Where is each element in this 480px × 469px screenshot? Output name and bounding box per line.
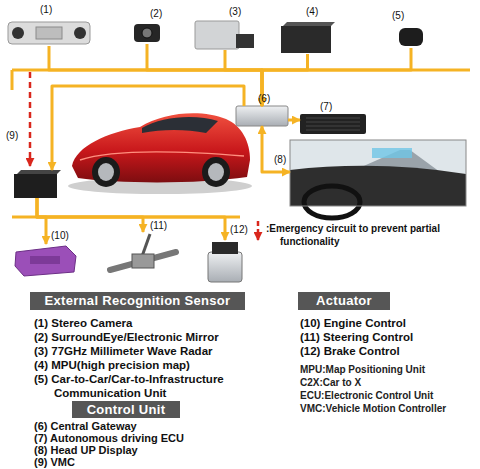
car-wheel bbox=[92, 157, 120, 187]
component-node: (7) bbox=[300, 114, 366, 134]
camera-lens bbox=[142, 28, 152, 38]
bus-connector bbox=[49, 46, 262, 106]
brake-unit bbox=[208, 252, 242, 282]
wheel-rim bbox=[98, 163, 114, 181]
callout-number: (10) bbox=[51, 230, 69, 242]
legend-sample bbox=[257, 221, 260, 240]
list-item: (3) 77GHz Millimeter Wave Radar bbox=[34, 344, 294, 358]
abbreviation-note: C2X:Car to X bbox=[300, 376, 361, 389]
section-header: Actuator bbox=[298, 292, 390, 310]
header-text: External Recognition Sensor bbox=[45, 293, 231, 308]
abbreviation-note: ECU:Electronic Control Unit bbox=[300, 389, 433, 402]
communication-unit bbox=[399, 28, 423, 46]
component-node: (5) bbox=[398, 26, 424, 48]
bus-connector bbox=[37, 198, 143, 232]
header-text: Control Unit bbox=[87, 402, 166, 417]
ecu-fins bbox=[306, 118, 360, 130]
camera-lens bbox=[74, 27, 86, 39]
bus-connector bbox=[262, 48, 411, 106]
steering-motor bbox=[132, 254, 154, 268]
callout-number: (12) bbox=[230, 224, 248, 236]
list-item: (7) Autonomous driving ECU bbox=[34, 432, 184, 444]
callout-number: (5) bbox=[392, 10, 404, 22]
callout-number: (7) bbox=[320, 101, 332, 113]
section-header: Control Unit bbox=[72, 401, 180, 418]
car-wheel bbox=[202, 157, 230, 187]
abbreviation-note: VMC:Vehicle Motion Controller bbox=[300, 402, 446, 415]
list-item: (11) Steering Control bbox=[300, 330, 480, 344]
list-item: (12) Brake Control bbox=[300, 344, 480, 358]
callout-number: (2) bbox=[150, 8, 162, 20]
component-node: (6) bbox=[236, 106, 288, 126]
hud-frame bbox=[290, 140, 466, 206]
section-header: External Recognition Sensor bbox=[30, 292, 245, 310]
list-item: (1) Stereo Camera bbox=[34, 316, 294, 330]
list-item: (9) VMC bbox=[34, 456, 75, 468]
engine-ecu bbox=[15, 246, 76, 276]
header-text: Actuator bbox=[316, 293, 372, 308]
callout-number: (11) bbox=[150, 220, 167, 232]
stereo-camera bbox=[8, 22, 90, 44]
callout-number: (6) bbox=[258, 93, 270, 105]
camera-board bbox=[36, 27, 62, 39]
component-node: (3) bbox=[195, 20, 255, 50]
callout-number: (1) bbox=[40, 4, 52, 16]
legend-text: :Emergency circuit to prevent partial fu… bbox=[266, 222, 480, 248]
bus-connector bbox=[52, 86, 244, 170]
steering-wheel bbox=[304, 186, 360, 218]
ecu-box bbox=[300, 114, 366, 134]
component-node: (11) bbox=[108, 232, 178, 280]
list-item: (8) Head UP Display bbox=[34, 444, 138, 456]
callout-number: (9) bbox=[6, 130, 18, 142]
steering-rack bbox=[110, 252, 176, 270]
car-body bbox=[72, 113, 250, 182]
radar-unit bbox=[195, 21, 239, 49]
ecu-connector bbox=[30, 256, 60, 264]
list-item: (5) Car-to-Car/Car-to-Infrastructure Com… bbox=[34, 372, 294, 400]
mpu-box bbox=[281, 26, 331, 53]
emergency-circuit bbox=[29, 72, 32, 166]
component-node: (12) bbox=[204, 240, 246, 284]
radar-module bbox=[236, 34, 254, 48]
brake-motor bbox=[212, 242, 238, 254]
component-node: (10) bbox=[15, 244, 77, 274]
bus-connector bbox=[288, 119, 300, 122]
hud-overlay bbox=[372, 148, 412, 158]
car-windshield bbox=[142, 117, 218, 133]
surround-camera bbox=[134, 24, 160, 42]
component-node: (2) bbox=[132, 22, 162, 44]
list-item: (4) MPU(high precision map) bbox=[34, 358, 294, 372]
callout-number: (3) bbox=[229, 6, 241, 18]
list-item: (6) Central Gateway bbox=[34, 420, 137, 432]
hud-dashboard bbox=[290, 166, 466, 206]
callout-number: (8) bbox=[274, 154, 286, 166]
bus-line bbox=[11, 70, 14, 90]
component-node: (1) bbox=[8, 20, 90, 46]
list-item: (2) SurroundEye/Electronic Mirror bbox=[34, 330, 294, 344]
wheel-rim bbox=[208, 163, 224, 181]
vmc-box bbox=[17, 170, 61, 174]
camera-lens bbox=[12, 27, 24, 39]
gateway-box bbox=[236, 106, 288, 126]
vmc-box bbox=[14, 174, 57, 198]
abbreviation-note: MPU:Map Positioning Unit bbox=[300, 363, 425, 376]
bus-connector bbox=[262, 126, 290, 172]
component-node: (9) bbox=[14, 170, 60, 198]
hud-photo bbox=[290, 140, 466, 206]
component-node: (8) bbox=[290, 140, 466, 206]
callout-number: (4) bbox=[306, 6, 318, 18]
component-node: (4) bbox=[280, 20, 335, 54]
mpu-box bbox=[283, 22, 335, 26]
list-item: (10) Engine Control bbox=[300, 316, 480, 330]
